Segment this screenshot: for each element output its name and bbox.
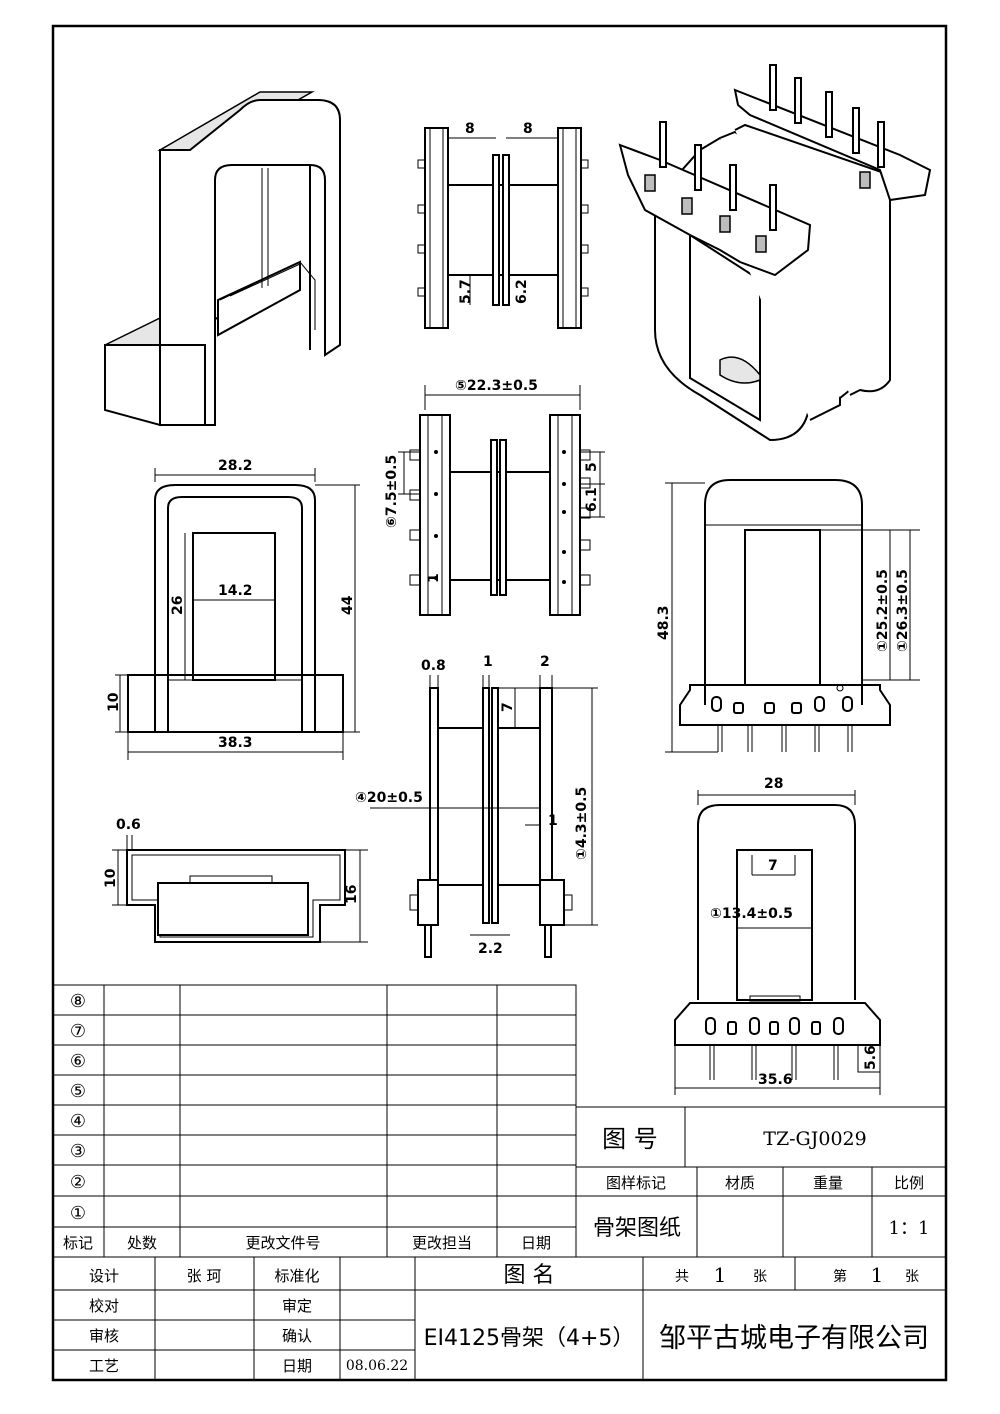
dim-rb-134: ①13.4±0.5 bbox=[710, 906, 793, 922]
sheet-unit-2: 张 bbox=[905, 1269, 919, 1285]
dim-mid-r2: 6.1 bbox=[584, 487, 600, 512]
dim-top-h1: 5.7 bbox=[458, 279, 474, 304]
dim-side-len: ④20±0.5 bbox=[355, 790, 423, 806]
dim-rb-7: 7 bbox=[768, 858, 778, 874]
material-label: 材质 bbox=[725, 1174, 755, 1192]
confirm-label: 确认 bbox=[282, 1327, 312, 1345]
dim-right-d1: ①25.2±0.5 bbox=[875, 569, 891, 652]
dim-side-7: 7 bbox=[500, 702, 516, 712]
dim-side-43: ①4.3±0.5 bbox=[574, 787, 590, 860]
rev-header-mark: 标记 bbox=[63, 1234, 93, 1252]
check-label: 校对 bbox=[89, 1297, 119, 1315]
front-view: 28.2 14.2 26 44 10 38.3 bbox=[106, 458, 360, 760]
dim-side-t2: 1 bbox=[483, 654, 493, 670]
dim-side-t3: 2 bbox=[540, 654, 550, 670]
dim-bot-10: 10 bbox=[103, 868, 119, 888]
drawing-type: 骨架图纸 bbox=[593, 1216, 681, 1241]
dim-bot-06: 0.6 bbox=[116, 817, 141, 833]
dim-top-w1: 8 bbox=[465, 121, 475, 137]
name-label: 图 名 bbox=[504, 1263, 555, 1288]
rev-mark-2: ② bbox=[70, 1172, 86, 1193]
rev-mark-1: ① bbox=[70, 1203, 86, 1224]
middle-view: ⑤22.3±0.5 ⑥7.5±0.5 5 6.1 1 bbox=[384, 378, 605, 616]
approve-label: 审定 bbox=[282, 1297, 312, 1315]
dim-mid-r1: 5 bbox=[584, 462, 600, 472]
dim-front-base-w: 38.3 bbox=[218, 735, 253, 751]
date-value: 08.06.22 bbox=[346, 1358, 408, 1374]
revision-table: ⑧ ⑦ ⑥ ⑤ ④ ③ ② ① 标记 处数 更改文件号 更改担当 日期 bbox=[52, 984, 577, 1258]
dim-side-1: 1 bbox=[548, 813, 558, 829]
dim-rb-356: 35.6 bbox=[758, 1072, 793, 1088]
dim-right-h: 48.3 bbox=[656, 605, 672, 640]
rev-header-count: 处数 bbox=[127, 1234, 157, 1252]
rev-mark-7: ⑦ bbox=[70, 1021, 86, 1042]
signature-block: 设计 张 珂 标准化 校对 审定 审核 确认 工艺 日期 08.06.22 图 … bbox=[52, 1256, 947, 1381]
total-num: 1 bbox=[714, 1263, 727, 1287]
dim-bot-16: 16 bbox=[344, 885, 360, 904]
process-label: 工艺 bbox=[89, 1357, 119, 1375]
page-label: 第 bbox=[833, 1268, 847, 1285]
rev-header-doc: 更改文件号 bbox=[245, 1234, 320, 1252]
dim-front-h: 44 bbox=[340, 595, 356, 615]
dim-top-w2: 8 bbox=[523, 121, 533, 137]
designer-name: 张 珂 bbox=[187, 1267, 222, 1285]
drawing-no-label: 图 号 bbox=[602, 1125, 658, 1153]
part-name: EI4125骨架（4+5） bbox=[424, 1326, 635, 1351]
sample-mark-label: 图样标记 bbox=[606, 1174, 666, 1192]
dim-mid-pin: 1 bbox=[426, 573, 442, 583]
dim-mid-span: ⑤22.3±0.5 bbox=[455, 378, 538, 394]
rev-mark-6: ⑥ bbox=[70, 1051, 86, 1072]
side-view: 0.8 1 2 7 ④20±0.5 1 ①4.3±0.5 2.2 bbox=[355, 654, 598, 958]
page-num: 1 bbox=[871, 1263, 884, 1287]
top-view: 8 8 5.7 6.2 bbox=[417, 121, 589, 329]
right-view: 48.3 ①25.2±0.5 ①26.3±0.5 bbox=[656, 479, 920, 753]
sheet-unit-1: 张 bbox=[753, 1269, 767, 1285]
weight-label: 重量 bbox=[813, 1174, 843, 1192]
dim-front-inner-w: 14.2 bbox=[218, 583, 253, 599]
review-label: 审核 bbox=[89, 1327, 119, 1345]
design-label: 设计 bbox=[89, 1267, 119, 1285]
dim-right-d2: ①26.3±0.5 bbox=[895, 569, 911, 652]
company-name: 邹平古城电子有限公司 bbox=[659, 1323, 929, 1354]
scale-label: 比例 bbox=[894, 1174, 924, 1192]
dim-side-t1: 0.8 bbox=[421, 658, 446, 674]
iso-view-frame bbox=[104, 91, 341, 427]
dim-rb-w: 28 bbox=[764, 776, 783, 792]
dim-front-inner-h: 26 bbox=[170, 596, 186, 615]
rev-header-owner: 更改担当 bbox=[412, 1234, 472, 1252]
standard-label: 标准化 bbox=[274, 1267, 319, 1285]
dim-rb-56: 5.6 bbox=[863, 1045, 879, 1070]
rev-mark-5: ⑤ bbox=[70, 1081, 86, 1102]
total-label: 共 bbox=[675, 1269, 689, 1285]
rev-header-date: 日期 bbox=[521, 1234, 551, 1252]
dim-front-w: 28.2 bbox=[218, 458, 253, 474]
dim-front-base-h: 10 bbox=[106, 692, 122, 712]
date-label: 日期 bbox=[282, 1357, 312, 1375]
right-bottom-view: 28 7 ①13.4±0.5 35.6 5.6 bbox=[674, 776, 881, 1095]
drawing-no: TZ-GJ0029 bbox=[763, 1128, 866, 1150]
rev-mark-3: ③ bbox=[70, 1141, 86, 1162]
iso-view-bobbin bbox=[618, 64, 932, 442]
dim-side-22: 2.2 bbox=[478, 941, 503, 957]
scale-value: 1：1 bbox=[889, 1218, 930, 1239]
dim-mid-left: ⑥7.5±0.5 bbox=[384, 455, 400, 528]
rev-mark-4: ④ bbox=[70, 1111, 86, 1132]
dim-top-h2: 6.2 bbox=[514, 279, 530, 304]
rev-mark-8: ⑧ bbox=[70, 991, 86, 1012]
title-block: 图 号 TZ-GJ0029 图样标记 材质 重量 比例 骨架图纸 1：1 bbox=[575, 1106, 947, 1258]
bottom-view: 0.6 10 16 bbox=[103, 817, 368, 943]
